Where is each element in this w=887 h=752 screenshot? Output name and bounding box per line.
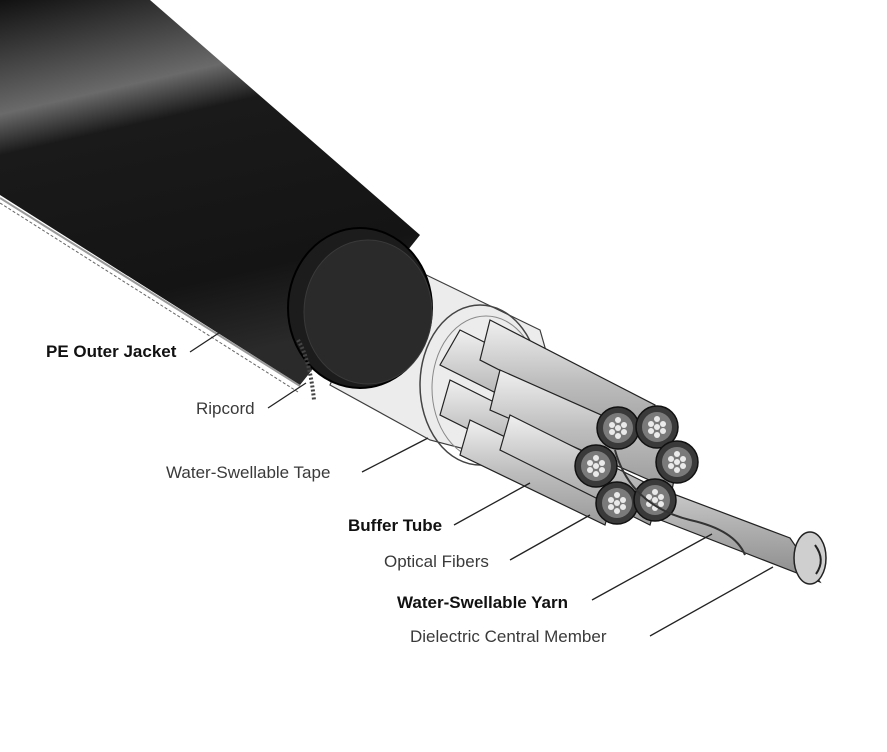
label-ripcord: Ripcord — [196, 399, 255, 418]
water-swellable-yarn-shape — [614, 449, 746, 556]
label-dielectric-central-member: Dielectric Central Member — [410, 627, 607, 646]
leader-optical-fibers — [509, 514, 591, 561]
optical-fibers-shape — [574, 405, 699, 525]
label-water-swellable-tape: Water-Swellable Tape — [166, 463, 331, 482]
leader-lines — [189, 326, 774, 637]
leader-dielectric-central-member — [649, 566, 774, 637]
pe-outer-jacket-shape — [0, 0, 433, 393]
ripcord-shape — [296, 338, 316, 401]
leader-buffer-tube — [453, 482, 531, 526]
label-water-swellable-yarn: Water-Swellable Yarn — [397, 593, 569, 612]
label-pe-outer-jacket: PE Outer Jacket — [46, 342, 177, 361]
leader-ripcord — [267, 382, 307, 409]
leader-pe-outer-jacket — [189, 326, 229, 353]
label-optical-fibers: Optical Fibers — [384, 552, 489, 571]
label-buffer-tube: Buffer Tube — [348, 516, 443, 535]
leader-water-swellable-yarn — [591, 533, 713, 601]
leader-water-swellable-tape — [361, 437, 429, 473]
